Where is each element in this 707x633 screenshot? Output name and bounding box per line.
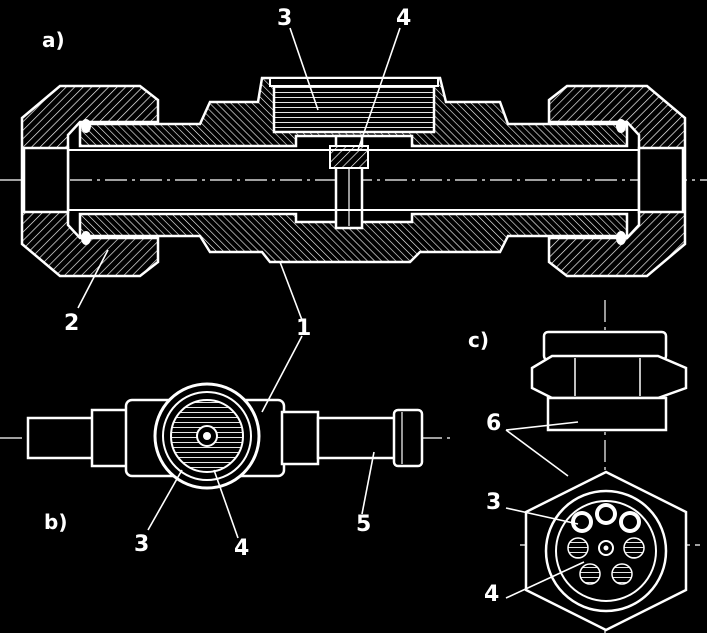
callout-a-4: 4 xyxy=(396,6,412,31)
callout-a-3: 3 xyxy=(277,6,293,31)
leader-c-6-a xyxy=(505,421,579,431)
callout-b-3: 3 xyxy=(134,532,150,557)
view-c-light-segment-3 xyxy=(579,563,601,585)
callout-c-6: 6 xyxy=(486,411,502,436)
callout-b-4: 4 xyxy=(234,536,250,561)
view-c-thread xyxy=(546,396,668,432)
view-a-oring-left-top xyxy=(81,119,91,133)
view-a-oring-left-bottom xyxy=(81,231,91,245)
view-a-left-nut xyxy=(20,84,160,278)
section-label-c: c) xyxy=(468,328,489,352)
leader-b-1 xyxy=(261,335,303,413)
view-a-left-tube xyxy=(22,146,70,214)
view-a-body-lower xyxy=(78,212,629,264)
leader-b-3 xyxy=(147,469,183,531)
callout-b-5: 5 xyxy=(356,512,372,537)
leader-a-4 xyxy=(357,27,401,151)
leader-a-3 xyxy=(289,27,319,111)
leader-b-5 xyxy=(361,451,375,515)
view-a-oring-right-top xyxy=(616,119,626,133)
view-a-glass xyxy=(272,80,436,134)
view-a-section xyxy=(0,27,707,321)
leader-b-4 xyxy=(213,469,239,539)
view-a-right-tube xyxy=(637,146,685,214)
leader-c-3 xyxy=(505,507,579,525)
leader-a-1 xyxy=(279,261,303,321)
callout-c-4: 4 xyxy=(484,582,500,607)
section-label-b: b) xyxy=(44,510,68,534)
view-c-hex xyxy=(530,354,688,400)
view-c-light-segment-2 xyxy=(623,537,645,559)
view-b-right-tube xyxy=(316,416,400,460)
view-a-oring-right-bottom xyxy=(616,231,626,245)
leader-c-4 xyxy=(505,561,585,599)
section-label-a: a) xyxy=(42,28,65,52)
view-c-detail xyxy=(505,300,700,633)
view-b-external xyxy=(0,335,450,539)
callout-a-2: 2 xyxy=(64,311,80,336)
leader-a-2 xyxy=(77,249,109,309)
view-b-left-tube xyxy=(26,416,96,460)
callout-a-1: 1 xyxy=(296,316,312,341)
leader-c-6-b xyxy=(505,429,569,477)
view-c-light-segment-1 xyxy=(567,537,589,559)
view-c-light-segment-4 xyxy=(611,563,633,585)
callout-c-3: 3 xyxy=(486,490,502,515)
view-a-right-nut xyxy=(547,84,687,278)
